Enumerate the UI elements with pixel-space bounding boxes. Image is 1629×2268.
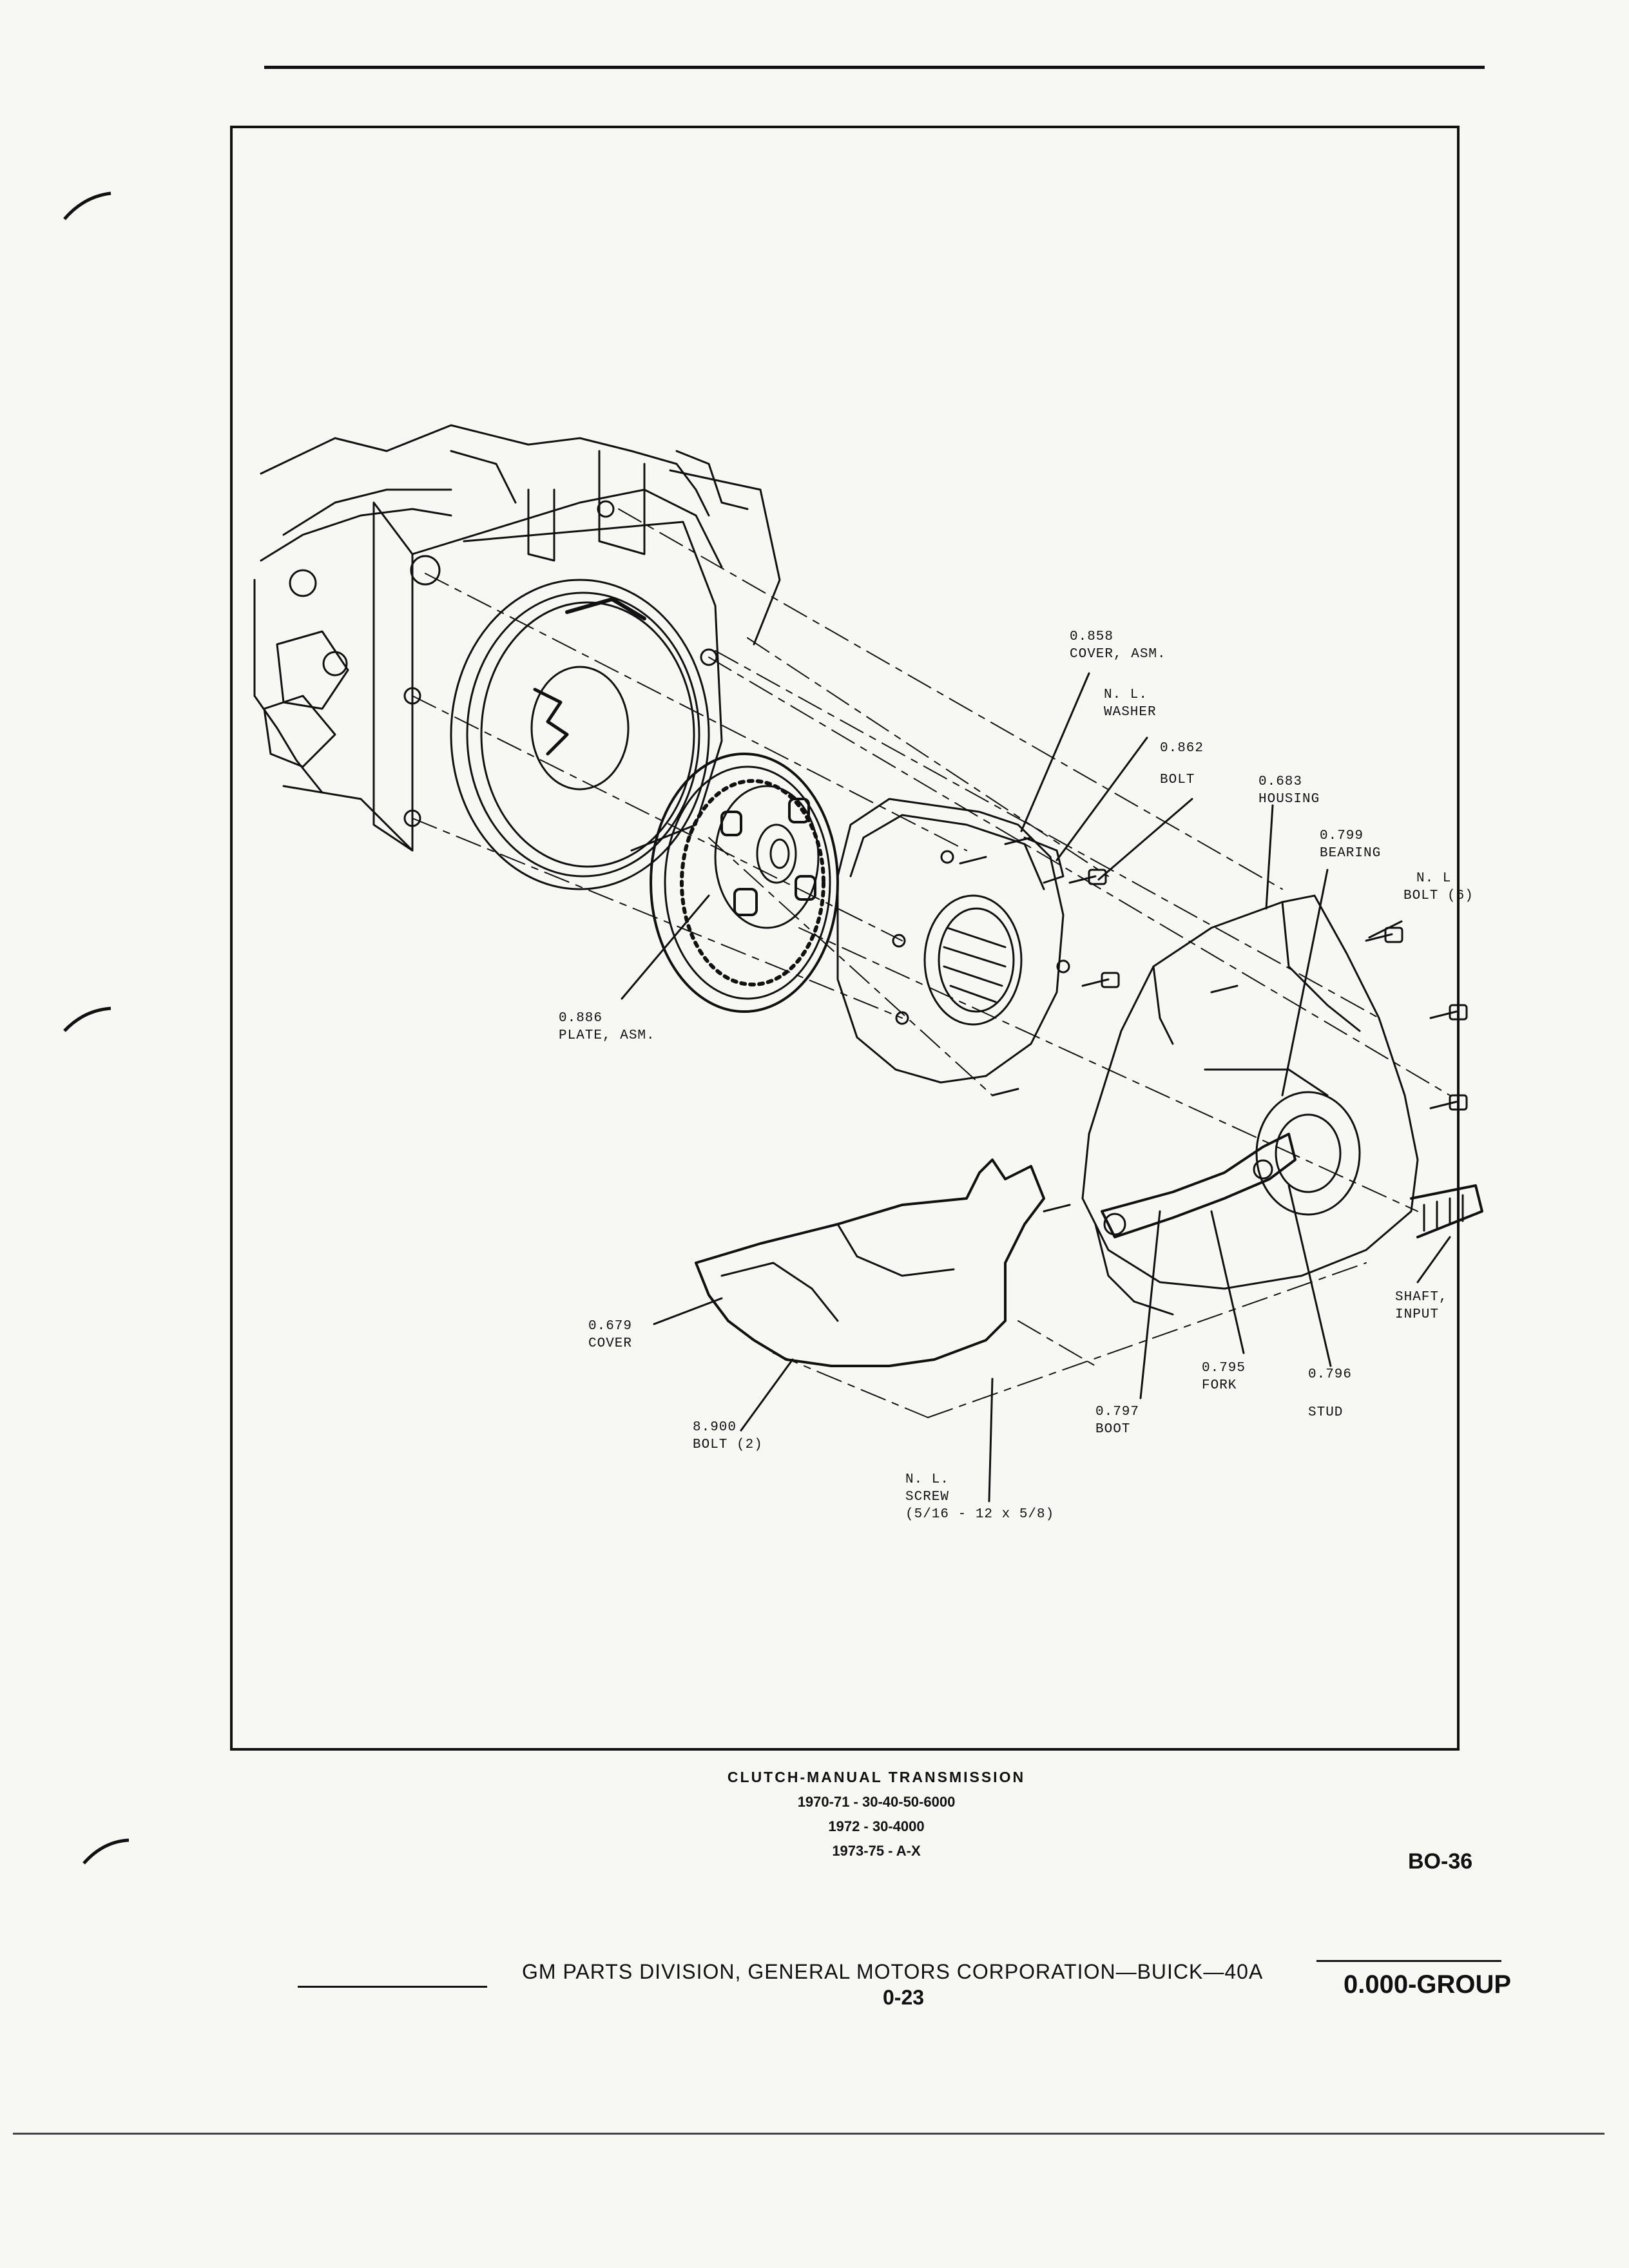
bottom-rule bbox=[13, 2133, 1605, 2135]
label-housing: 0.683 HOUSING bbox=[1258, 774, 1320, 807]
leader-lines bbox=[621, 672, 1451, 1503]
lower-cover-drawing bbox=[695, 1158, 1045, 1367]
top-rule bbox=[264, 66, 1485, 69]
caption-title: CLUTCH-MANUAL TRANSMISSION bbox=[727, 1769, 1026, 1785]
label-bolt: 0.862 BOLT bbox=[1160, 741, 1204, 787]
label-nl-bolt: N. L BOLT (6) bbox=[1403, 871, 1474, 903]
label-plate-assembly: 0.886 PLATE, ASM. bbox=[559, 1011, 655, 1043]
footer-page-number: 0-23 bbox=[883, 1986, 925, 2009]
label-cover-assembly: 0.858 COVER, ASM. bbox=[1070, 629, 1166, 662]
caption-line-1: 1970-71 - 30-40-50-6000 bbox=[797, 1794, 956, 1810]
cover-assembly-drawing bbox=[836, 798, 1070, 1084]
clutch-housing-drawing bbox=[1081, 894, 1419, 1316]
engine-block-drawing bbox=[253, 424, 781, 852]
label-stud: 0.796 STUD bbox=[1308, 1367, 1353, 1420]
caption-line-2: 1972 - 30-4000 bbox=[828, 1818, 925, 1834]
label-shaft-input: SHAFT, INPUT bbox=[1395, 1290, 1448, 1322]
footer-publisher: GM PARTS DIVISION, GENERAL MOTORS CORPOR… bbox=[522, 1960, 1264, 1983]
label-boot: 0.797 BOOT bbox=[1095, 1405, 1140, 1437]
fork-drawing bbox=[1101, 1133, 1296, 1238]
label-cover: 0.679 COVER bbox=[588, 1319, 633, 1351]
label-fork: 0.795 FORK bbox=[1202, 1361, 1246, 1393]
input-shaft-drawing bbox=[1410, 1184, 1483, 1238]
label-bearing: 0.799 BEARING bbox=[1320, 829, 1382, 861]
flywheel-drawing bbox=[450, 579, 710, 890]
caption-line-3: 1973-75 - A-X bbox=[832, 1843, 921, 1859]
diagram-caption: CLUTCH-MANUAL TRANSMISSION 1970-71 - 30-… bbox=[709, 1764, 1044, 1863]
bolt-drawings bbox=[959, 836, 1468, 1213]
footer-group: 0.000-GROUP bbox=[1344, 1970, 1512, 1999]
page-code: BO-36 bbox=[1408, 1849, 1473, 1874]
alignment-lines bbox=[412, 508, 1451, 1418]
label-bolt-2: 8.900 BOLT (2) bbox=[693, 1420, 763, 1452]
binder-marks bbox=[63, 191, 129, 1865]
clutch-plate-drawing bbox=[650, 753, 839, 1013]
diagram-frame bbox=[230, 126, 1460, 1751]
footer-rule-right bbox=[1316, 1960, 1501, 1962]
label-washer: N. L. WASHER bbox=[1104, 687, 1157, 720]
label-screw: N. L. SCREW (5/16 - 12 x 5/8) bbox=[905, 1472, 1055, 1522]
footer-rule-left bbox=[298, 1986, 487, 1988]
